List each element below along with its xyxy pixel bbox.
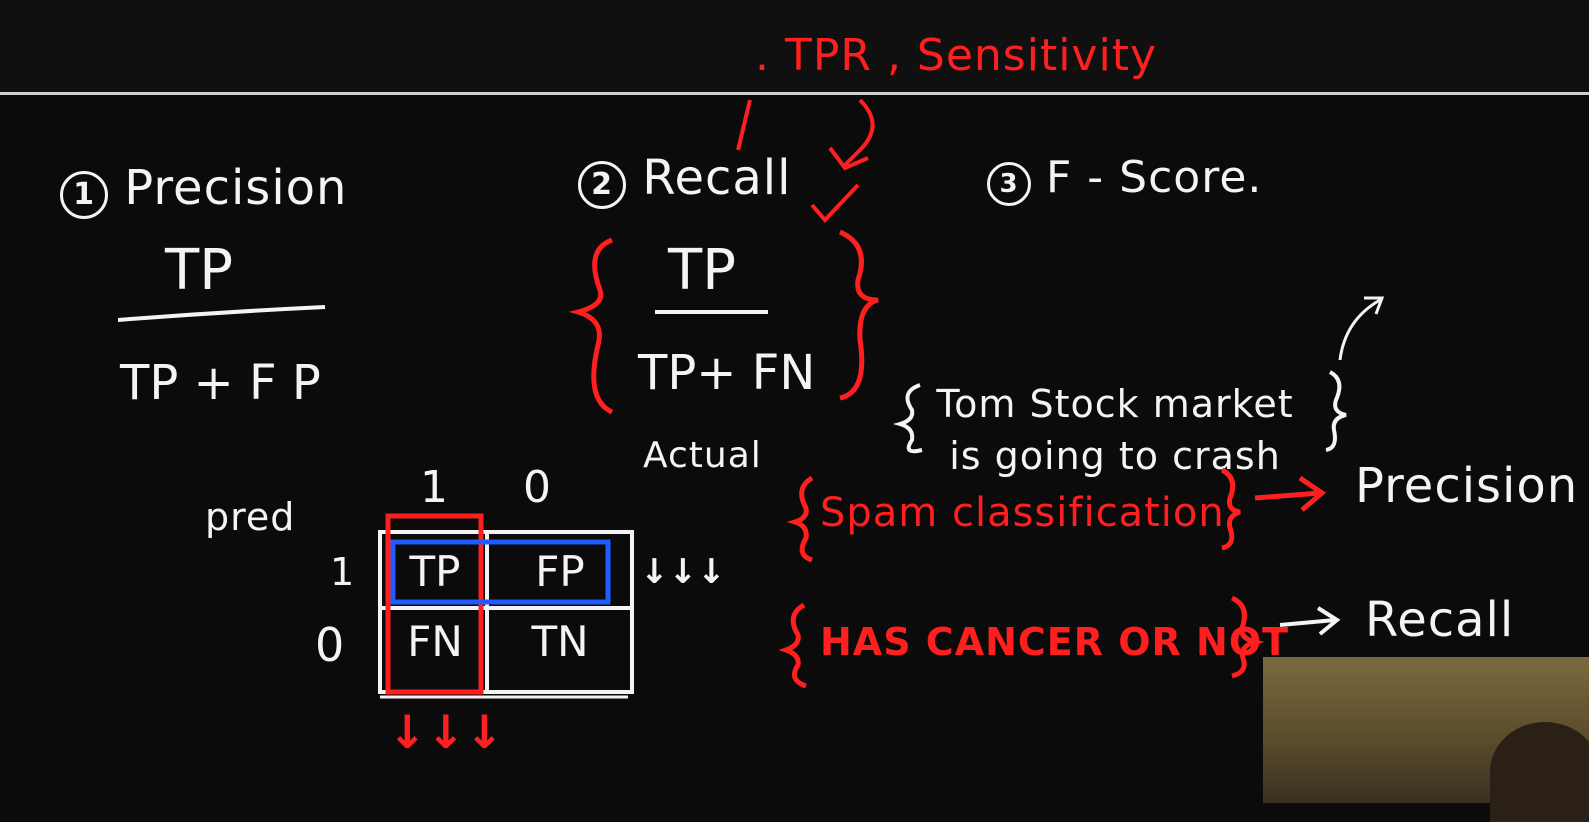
example-spam-text: Spam classification — [820, 490, 1225, 536]
recall-left-brace — [568, 237, 614, 415]
spam-left-brace — [786, 475, 814, 563]
stock-up-arrowhead — [1364, 296, 1385, 315]
recall-number: 2 — [578, 161, 626, 209]
precision-fraction-bar — [117, 305, 326, 322]
recall-right-brace — [838, 229, 879, 401]
red-checkmark — [810, 183, 860, 223]
cell-tp: TP — [409, 547, 461, 596]
recall-heading: 2 Recall — [578, 150, 791, 209]
actual-label: Actual — [643, 435, 762, 476]
spam-arrowhead — [1298, 475, 1327, 512]
cell-fp: FP — [535, 547, 585, 596]
cell-tn: TN — [531, 617, 589, 666]
precision-numerator: TP — [165, 238, 233, 303]
red-slash-mark — [736, 99, 752, 151]
right-arrows: ↓↓↓ — [640, 552, 726, 592]
precision-heading: 1 Precision — [60, 160, 347, 219]
example-spam-result: Precision — [1355, 458, 1579, 514]
bottom-arrows: ↓↓↓ — [388, 705, 504, 759]
pred-label: pred — [205, 495, 296, 539]
red-arrowhead — [828, 146, 869, 171]
presenter-head — [1490, 722, 1589, 822]
col-header-1: 1 — [420, 462, 448, 513]
top-note: . TPR , Sensitivity — [755, 30, 1157, 81]
row-header-0: 0 — [315, 618, 345, 672]
matrix-outer-border — [378, 530, 634, 694]
fscore-heading: 3 F - Score. — [987, 152, 1262, 206]
row-header-1: 1 — [330, 550, 355, 594]
recall-denominator: TP+ FN — [638, 345, 816, 401]
blue-row-highlight — [390, 539, 611, 605]
cell-fn: FN — [407, 617, 463, 666]
divider-line — [0, 92, 1589, 95]
cancer-arrow — [1279, 618, 1336, 627]
stock-up-arrow — [1338, 298, 1381, 361]
precision-number: 1 — [60, 171, 108, 219]
stock-left-brace — [892, 383, 923, 454]
cancer-right-brace — [1230, 595, 1265, 679]
recall-title: Recall — [642, 150, 792, 206]
stock-right-brace — [1325, 370, 1347, 452]
red-curved-arrow — [843, 98, 875, 167]
spam-right-brace — [1220, 467, 1241, 551]
fscore-number: 3 — [987, 162, 1031, 206]
example-cancer-text: HAS CANCER OR NOT — [820, 620, 1290, 664]
cancer-arrowhead — [1316, 606, 1341, 636]
col-header-0: 0 — [523, 462, 551, 513]
precision-title: Precision — [124, 160, 348, 216]
recall-numerator: TP — [668, 238, 736, 303]
chalk-drawings — [117, 98, 1385, 699]
cancer-left-brace — [778, 602, 807, 689]
spam-arrow — [1254, 490, 1321, 501]
precision-denominator: TP + F P — [120, 355, 321, 411]
top-bar — [0, 0, 1589, 92]
fscore-title: F - Score. — [1046, 152, 1263, 203]
example-cancer-result: Recall — [1365, 592, 1515, 648]
